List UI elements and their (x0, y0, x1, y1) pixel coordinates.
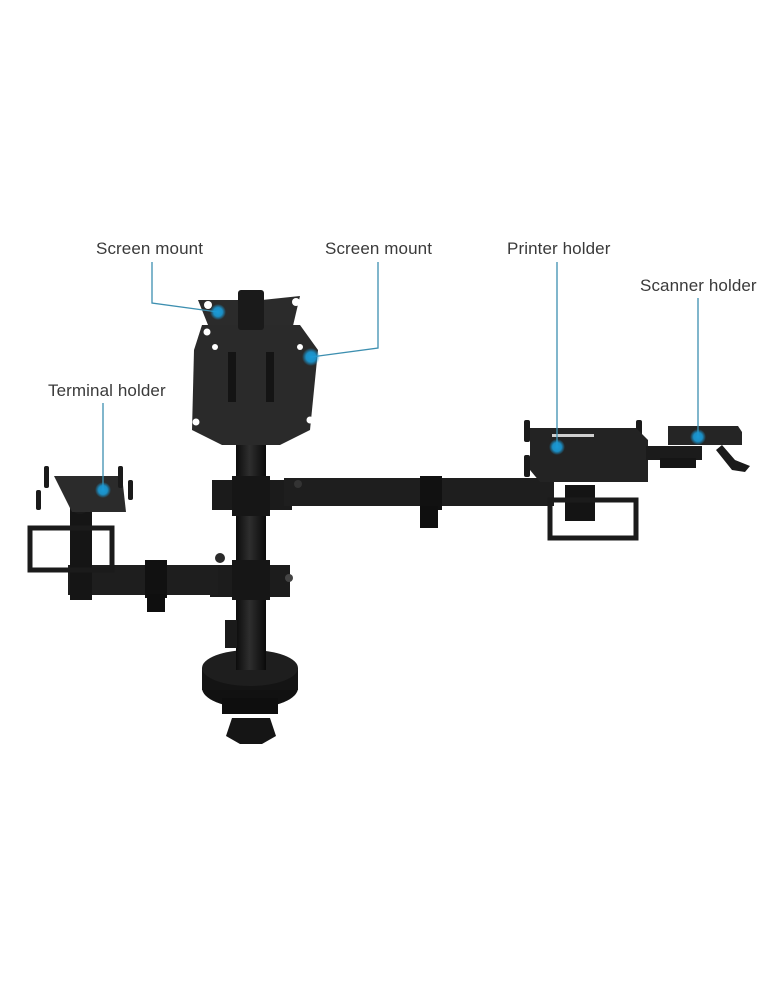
callout-line-screen-mount-right (310, 262, 379, 358)
desk-clamp-base (202, 650, 298, 744)
callout-dot-icon (690, 429, 706, 445)
label-terminal-holder: Terminal holder (48, 381, 166, 400)
label-screen-mount-right: Screen mount (325, 239, 433, 258)
callout-line-screen-mount-left (151, 262, 219, 313)
callout-lines (102, 262, 699, 490)
label-printer-holder: Printer holder (507, 239, 611, 258)
label-screen-mount-left: Screen mount (96, 239, 204, 258)
vesa-plate (192, 290, 318, 445)
callout-dot-icon (302, 348, 320, 366)
callout-dot-icon (549, 439, 565, 455)
callout-dot-icon (95, 482, 111, 498)
pole-collar-lower (232, 560, 270, 600)
printer-holder-tray (524, 420, 648, 541)
label-scanner-holder: Scanner holder (640, 276, 757, 295)
pole-collar-upper (232, 476, 270, 516)
callout-dots (95, 304, 706, 498)
callout-dot-icon (210, 304, 226, 320)
lower-arm-left (68, 553, 293, 612)
